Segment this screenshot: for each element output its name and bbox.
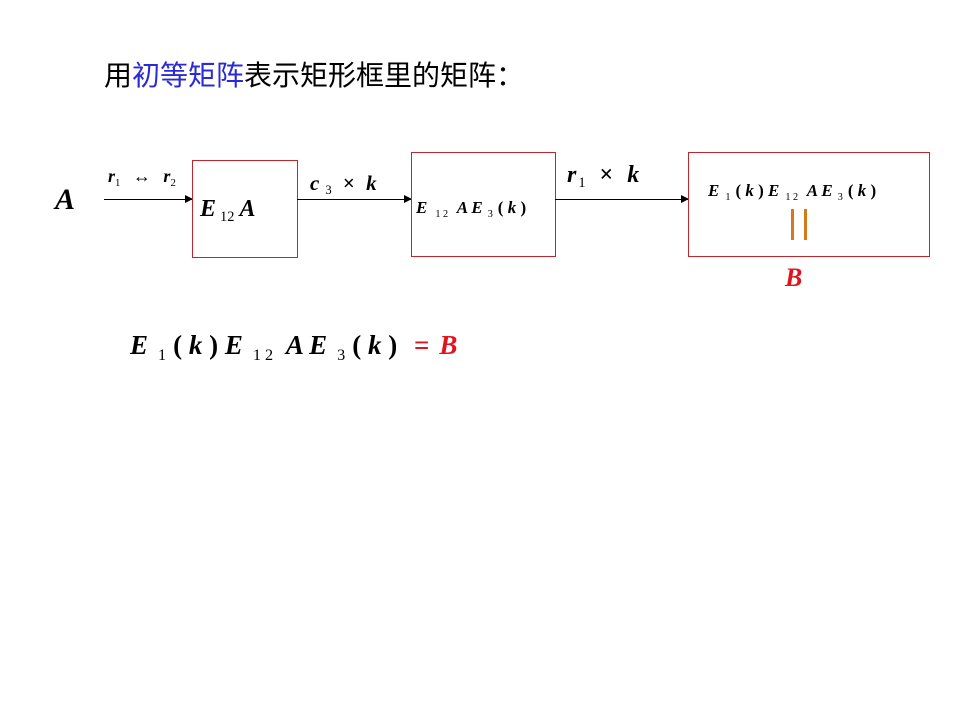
matrix-box-3 [688, 152, 930, 257]
eq-A: A [285, 330, 303, 360]
title-suffix: 表示矩形框里的矩阵： [244, 59, 525, 92]
box3-E1-sub: 1 [725, 191, 731, 203]
box2-E2: E [471, 198, 483, 217]
eq-rparen-2: ) [388, 330, 398, 360]
eq-E3-sub: 3 [337, 345, 346, 364]
box3-A: A [806, 181, 818, 200]
box2-k: k [507, 198, 517, 217]
box2-lparen: ( [497, 198, 504, 217]
step2-k: k [366, 171, 377, 195]
title-highlight: 初等矩阵 [132, 59, 245, 92]
box2-E2-sub: 3 [487, 208, 493, 220]
box3-E2-sub: 1 2 [785, 191, 799, 203]
box3-rparen-2: ) [870, 181, 877, 200]
equal-bar-left [791, 209, 794, 240]
eq-k1: k [188, 330, 203, 360]
arrow-step1 [104, 195, 193, 203]
box2-E1: E [416, 198, 428, 217]
step1-label: r1 ↔ r2 [108, 166, 176, 189]
step1-index-right: 2 [170, 176, 176, 189]
equal-bar-right [804, 209, 807, 240]
step2-c: c [310, 171, 320, 195]
box3-E2: E [768, 181, 780, 200]
step3-r: r [567, 162, 577, 188]
box1-A: A [239, 196, 256, 222]
result-label: B [785, 263, 803, 292]
box3-lparen-2: ( [847, 181, 854, 200]
eq-E2: E [224, 330, 243, 360]
box3-k1: k [745, 181, 754, 200]
eq-E2-sub: 1 2 [252, 345, 274, 364]
box2-rparen: ) [520, 198, 527, 217]
step3-index: 1 [578, 175, 586, 192]
times-icon: × [342, 171, 355, 195]
matrix-box-2 [411, 152, 556, 257]
step1-r-right: r [163, 166, 171, 186]
eq-k2: k [368, 330, 382, 360]
eq-equals: = [414, 330, 430, 360]
arrow-step2 [297, 195, 412, 203]
box1-E-sub: 12 [220, 209, 235, 226]
box3-E3-sub: 3 [837, 191, 843, 203]
step1-r-left: r [108, 166, 116, 186]
box3-lparen-1: ( [735, 181, 742, 200]
box3-k2: k [857, 181, 867, 200]
start-matrix: A [55, 183, 76, 216]
eq-lparen-1: ( [173, 330, 183, 360]
box3-rparen-1: ) [758, 181, 764, 200]
swap-arrow-icon: ↔ [132, 166, 151, 186]
eq-lparen-2: ( [352, 330, 362, 360]
step3-k: k [627, 162, 640, 188]
step1-index-left: 1 [115, 176, 121, 189]
eq-B: B [439, 330, 458, 360]
title-prefix: 用 [104, 59, 133, 92]
box1-E: E [200, 196, 217, 222]
eq-rparen-1: ) [209, 330, 219, 360]
arrow-step3 [555, 195, 689, 203]
matrix-box-1 [192, 160, 298, 258]
eq-E1: E [130, 330, 149, 360]
box3-E1: E [708, 181, 720, 200]
slide-title: 用初等矩阵表示矩形框里的矩阵： [104, 54, 524, 94]
eq-E3: E [309, 330, 328, 360]
box3-E3: E [821, 181, 833, 200]
box2-A: A [456, 198, 468, 217]
box2-E1-sub: 1 2 [435, 208, 449, 220]
step2-index: 3 [325, 183, 332, 198]
eq-E1-sub: 1 [158, 345, 167, 364]
times-icon: × [599, 162, 614, 188]
